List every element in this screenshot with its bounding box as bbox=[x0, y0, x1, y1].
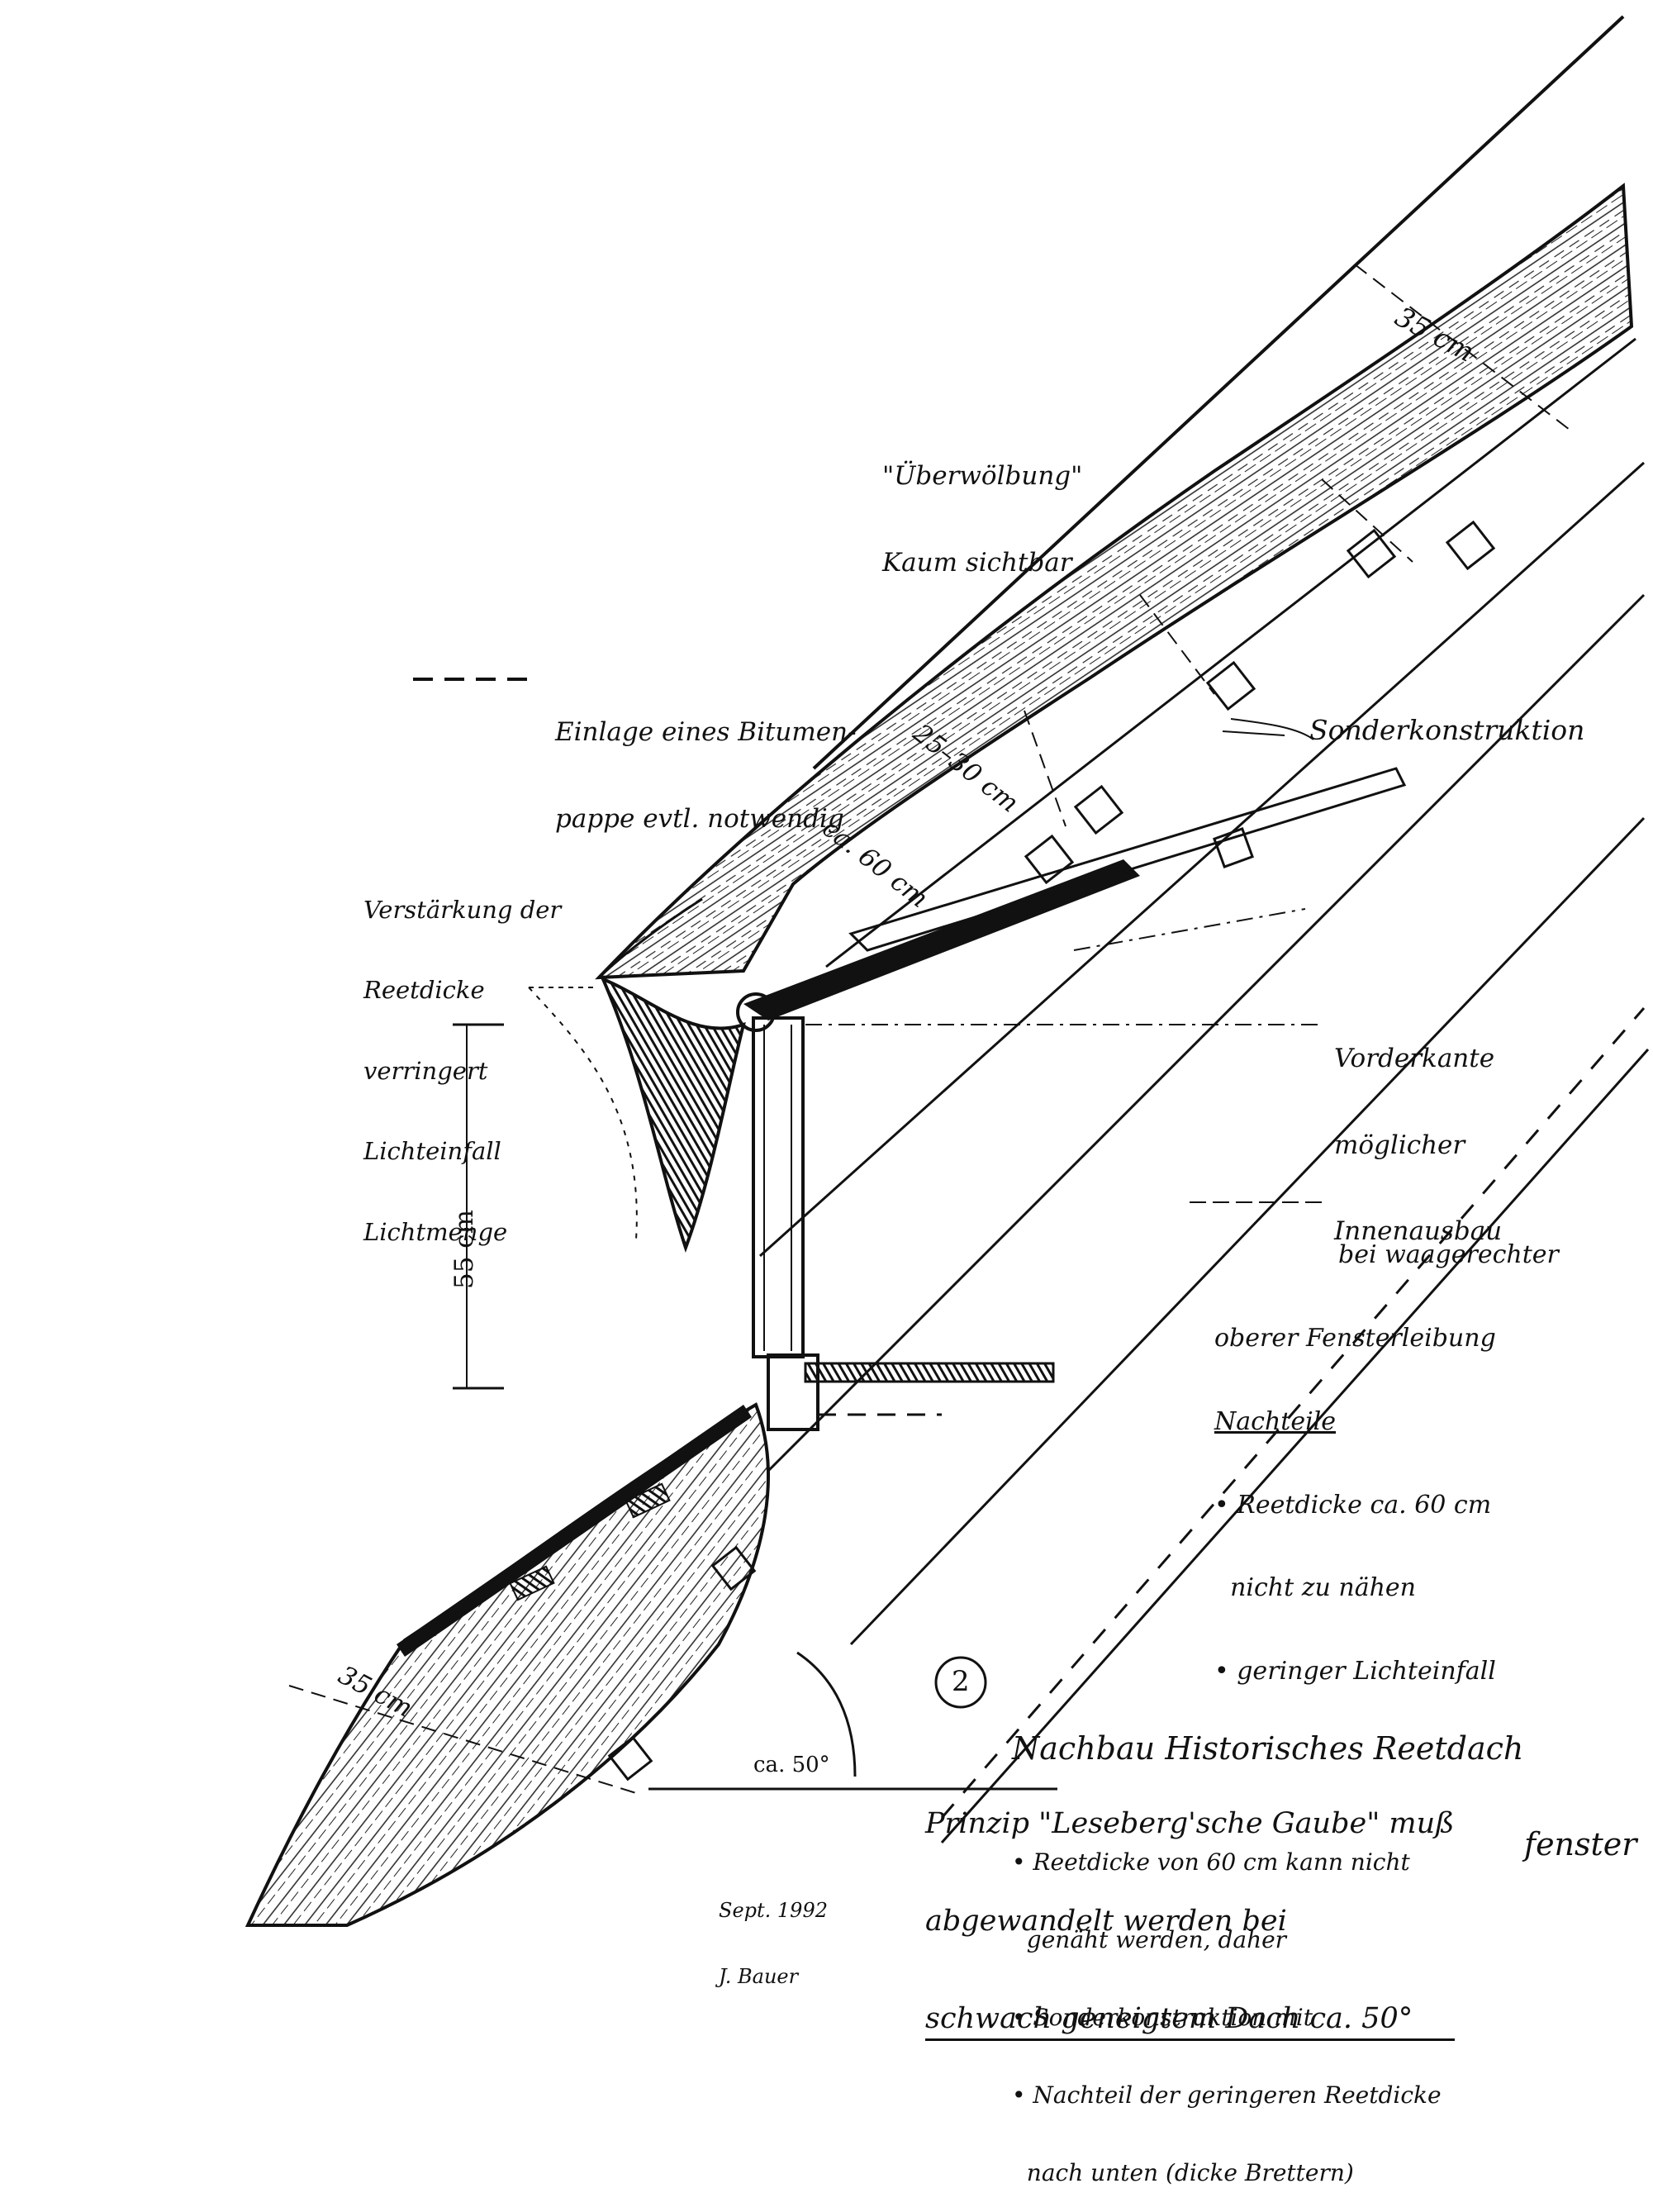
signature: Sept. 1992 J. Bauer bbox=[719, 1898, 828, 1989]
nachteile-heading: Nachteile bbox=[1214, 1406, 1337, 1436]
construction-boxes bbox=[607, 520, 1496, 1781]
cheek-hatch bbox=[600, 976, 746, 1253]
dormer-roof-boards bbox=[743, 767, 1407, 1020]
roof-outer-line bbox=[812, 15, 1625, 770]
annotation-vorderkante: Vorderkante möglicher Innenausbau bbox=[1334, 1044, 1503, 1246]
title-number: 2 bbox=[952, 1665, 970, 1698]
title-number-circle bbox=[934, 1656, 987, 1709]
title: Nachbau Historisches Reetdach fenster bbox=[1012, 1730, 1637, 1862]
window-frame bbox=[736, 992, 819, 1431]
dimension-lines bbox=[288, 264, 1570, 1794]
upper-thatch bbox=[595, 183, 1634, 980]
notes: • Reetdicke von 60 cm kann nicht genäht … bbox=[1012, 1848, 1442, 2187]
annotation-waagerecht: bei waagerechter oberer Fensterleibung N… bbox=[1214, 1240, 1559, 1686]
dormer-section-sketch bbox=[245, 15, 1650, 1927]
annotation-ueberwoelbung: "Überwölbung" Kaum sichtbar bbox=[882, 461, 1083, 578]
annotation-verstaerkung: Verstärkung der Reetdicke verringert Lic… bbox=[363, 895, 562, 1246]
dim-roof-angle: ca. 50° bbox=[753, 1753, 830, 1777]
roof-batten-lines bbox=[758, 337, 1650, 1843]
dim-window-height: 55 cm bbox=[449, 1209, 479, 1289]
window-sill bbox=[804, 1362, 1055, 1383]
angle-arc bbox=[648, 1651, 1057, 1791]
annotation-sonderkonstruktion: Sonderkonstruktion bbox=[1309, 714, 1585, 746]
annotation-bitumen: Einlage eines Bitumen- pappe evtl. notwe… bbox=[555, 717, 857, 834]
lower-thatch bbox=[245, 1402, 770, 1927]
